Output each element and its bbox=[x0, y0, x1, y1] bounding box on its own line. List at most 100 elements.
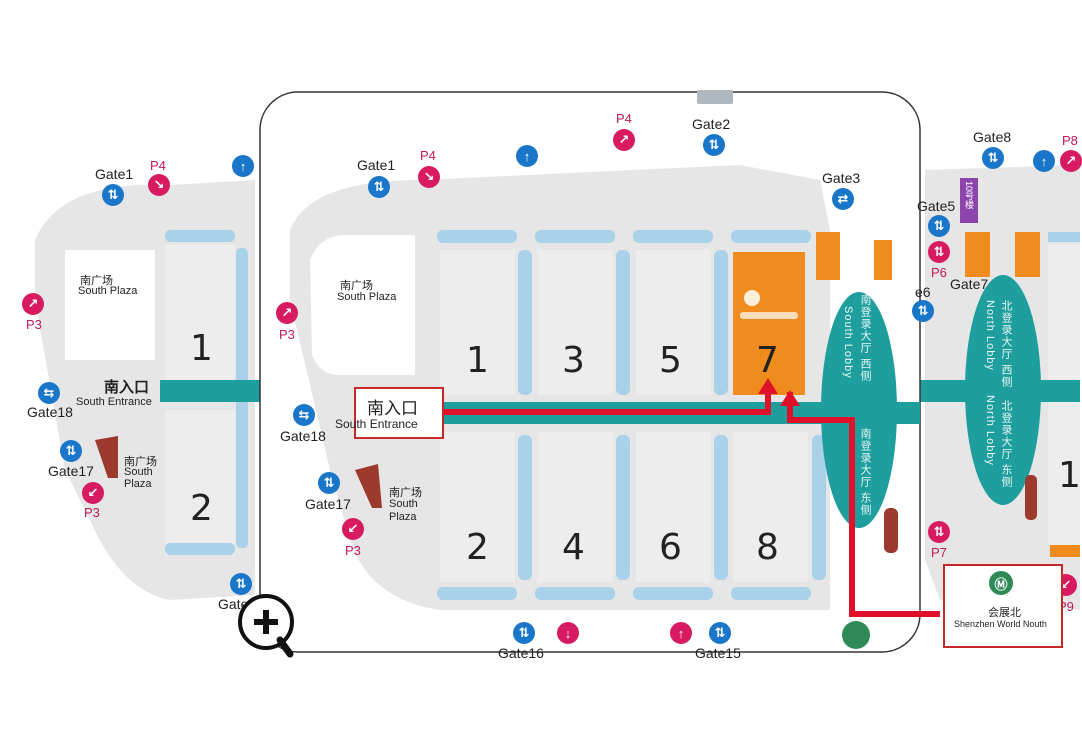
hall-4-label: 4 bbox=[562, 527, 585, 568]
gate15-icon[interactable]: ⇅ bbox=[709, 622, 731, 644]
left-p3b-icon[interactable]: ↙ bbox=[82, 482, 104, 504]
right-red-block bbox=[1025, 475, 1037, 520]
gate17-icon[interactable]: ⇅ bbox=[318, 472, 340, 494]
south-lobby-east-cn: 南登录大厅 东侧 bbox=[859, 428, 871, 517]
p-down-icon[interactable]: ↓ bbox=[557, 622, 579, 644]
gate6-icon[interactable]: ⇅ bbox=[912, 300, 934, 322]
hall-8 bbox=[733, 432, 808, 582]
left-teal-axis bbox=[160, 380, 260, 402]
route-arrow-2 bbox=[780, 390, 800, 406]
gate8-icon[interactable]: ⇅ bbox=[982, 147, 1004, 169]
gate3-label: Gate3 bbox=[822, 170, 861, 186]
corridor-v-3 bbox=[714, 250, 728, 395]
left-gate18-icon[interactable]: ⇆ bbox=[38, 382, 60, 404]
right-building-10 bbox=[960, 178, 978, 223]
p3-bottom-icon[interactable]: ↙ bbox=[342, 518, 364, 540]
gate1-label: Gate1 bbox=[357, 157, 396, 173]
left-p3-label: P3 bbox=[26, 317, 42, 332]
p3-mid-label: P3 bbox=[279, 327, 295, 342]
gate1-icon[interactable]: ⇅ bbox=[368, 176, 390, 198]
hall-4 bbox=[538, 432, 613, 582]
left-gate18-label: Gate18 bbox=[27, 404, 73, 420]
p3-mid-icon[interactable]: ↗ bbox=[276, 302, 298, 324]
plaza2-en1: South bbox=[389, 498, 418, 510]
metro-name-cn: 会展北 bbox=[988, 607, 1021, 619]
gate18-label: Gate18 bbox=[280, 428, 326, 444]
zoom-in-icon[interactable] bbox=[238, 594, 294, 658]
left-plaza-en: South Plaza bbox=[78, 285, 138, 297]
gate16-icon[interactable]: ⇅ bbox=[513, 622, 535, 644]
hall-3 bbox=[538, 250, 613, 395]
corridor-bot-2 bbox=[535, 587, 615, 600]
gate2-icon[interactable]: ⇅ bbox=[703, 134, 725, 156]
hall-1 bbox=[440, 250, 515, 395]
gate-up-icon[interactable]: ↑ bbox=[516, 145, 538, 167]
left-plaza-cn: 南广场 bbox=[80, 275, 113, 287]
corridor-v-2 bbox=[616, 250, 630, 395]
hall-6-label: 6 bbox=[659, 527, 682, 568]
left-red-block bbox=[95, 436, 118, 478]
left-gate17-label: Gate17 bbox=[48, 463, 94, 479]
main-red-block-plaza bbox=[355, 464, 382, 508]
entrance-en: South Entrance bbox=[335, 417, 418, 431]
p7-icon[interactable]: ⇅ bbox=[928, 521, 950, 543]
hall-2 bbox=[440, 432, 515, 582]
p6-icon[interactable]: ⇅ bbox=[928, 241, 950, 263]
hall-5-label: 5 bbox=[659, 340, 682, 381]
left-hall-1 bbox=[165, 245, 235, 395]
left-entrance-cn: 南入口 bbox=[104, 379, 150, 396]
right-corridor bbox=[1048, 232, 1080, 242]
right-map bbox=[920, 165, 1080, 610]
corridor-bot-3 bbox=[633, 587, 713, 600]
truck-icon bbox=[697, 90, 733, 104]
corridor-top-4 bbox=[731, 230, 811, 243]
p4-left-label: P4 bbox=[420, 148, 436, 163]
left-gate1-label: Gate1 bbox=[95, 166, 134, 182]
left-corridor-bottom bbox=[165, 543, 235, 555]
p8-icon[interactable]: ↗ bbox=[1060, 150, 1082, 172]
gate8-label: Gate8 bbox=[973, 129, 1012, 145]
north-lobby-west-cn: 北登录大厅 西侧 bbox=[1000, 300, 1012, 389]
gate7-label: Gate7 bbox=[950, 276, 989, 292]
p7-label: P7 bbox=[931, 545, 947, 560]
hall-3-label: 3 bbox=[562, 340, 585, 381]
left-gate16-icon[interactable]: ⇅ bbox=[230, 573, 252, 595]
right-orange-1 bbox=[965, 232, 990, 277]
left-p4-label: P4 bbox=[150, 158, 166, 173]
gate2-label: Gate2 bbox=[692, 116, 731, 132]
corridor-v-6 bbox=[714, 435, 728, 580]
left-p3-icon[interactable]: ↗ bbox=[22, 293, 44, 315]
orange-block-2 bbox=[874, 240, 892, 280]
main-red-block-lobby bbox=[884, 508, 898, 553]
right-gate-up-icon[interactable]: ↑ bbox=[1033, 150, 1055, 172]
corridor-top-3 bbox=[633, 230, 713, 243]
gate3-icon[interactable]: ⇄ bbox=[832, 188, 854, 210]
p4-top-label: P4 bbox=[616, 111, 632, 126]
p8-label: P8 bbox=[1062, 133, 1078, 148]
plaza2-cn: 南广场 bbox=[389, 487, 422, 499]
left-plaza2-en2: Plaza bbox=[124, 478, 152, 490]
gate5-label: Gate5 bbox=[917, 198, 956, 214]
left-gate-icon-top[interactable]: ↑ bbox=[232, 155, 254, 177]
north-lobby-east-cn: 北登录大厅 东侧 bbox=[1000, 400, 1012, 489]
left-p4-icon[interactable]: ↘ bbox=[148, 174, 170, 196]
left-gate1-icon[interactable]: ⇅ bbox=[102, 184, 124, 206]
p3-bottom-label: P3 bbox=[345, 543, 361, 558]
left-entrance-en: South Entrance bbox=[76, 396, 152, 408]
left-hall-1-label: 1 bbox=[190, 328, 213, 369]
p-up-icon[interactable]: ↑ bbox=[670, 622, 692, 644]
north-lobby bbox=[965, 275, 1041, 505]
gate18-icon[interactable]: ⇆ bbox=[293, 404, 315, 426]
right-orange-2 bbox=[1015, 232, 1040, 277]
p4-left-icon[interactable]: ↘ bbox=[418, 166, 440, 188]
main-plaza-en: South Plaza bbox=[337, 291, 397, 303]
left-gate17-icon[interactable]: ⇅ bbox=[60, 440, 82, 462]
p6-label: P6 bbox=[931, 265, 947, 280]
right-orange-3 bbox=[1050, 545, 1080, 557]
p4-top-icon[interactable]: ↗ bbox=[613, 129, 635, 151]
gate5-icon[interactable]: ⇅ bbox=[928, 215, 950, 237]
corridor-top-1 bbox=[437, 230, 517, 243]
hall-2-label: 2 bbox=[466, 527, 489, 568]
hall-5 bbox=[636, 250, 711, 395]
north-lobby-en-2: North Lobby bbox=[984, 395, 996, 466]
